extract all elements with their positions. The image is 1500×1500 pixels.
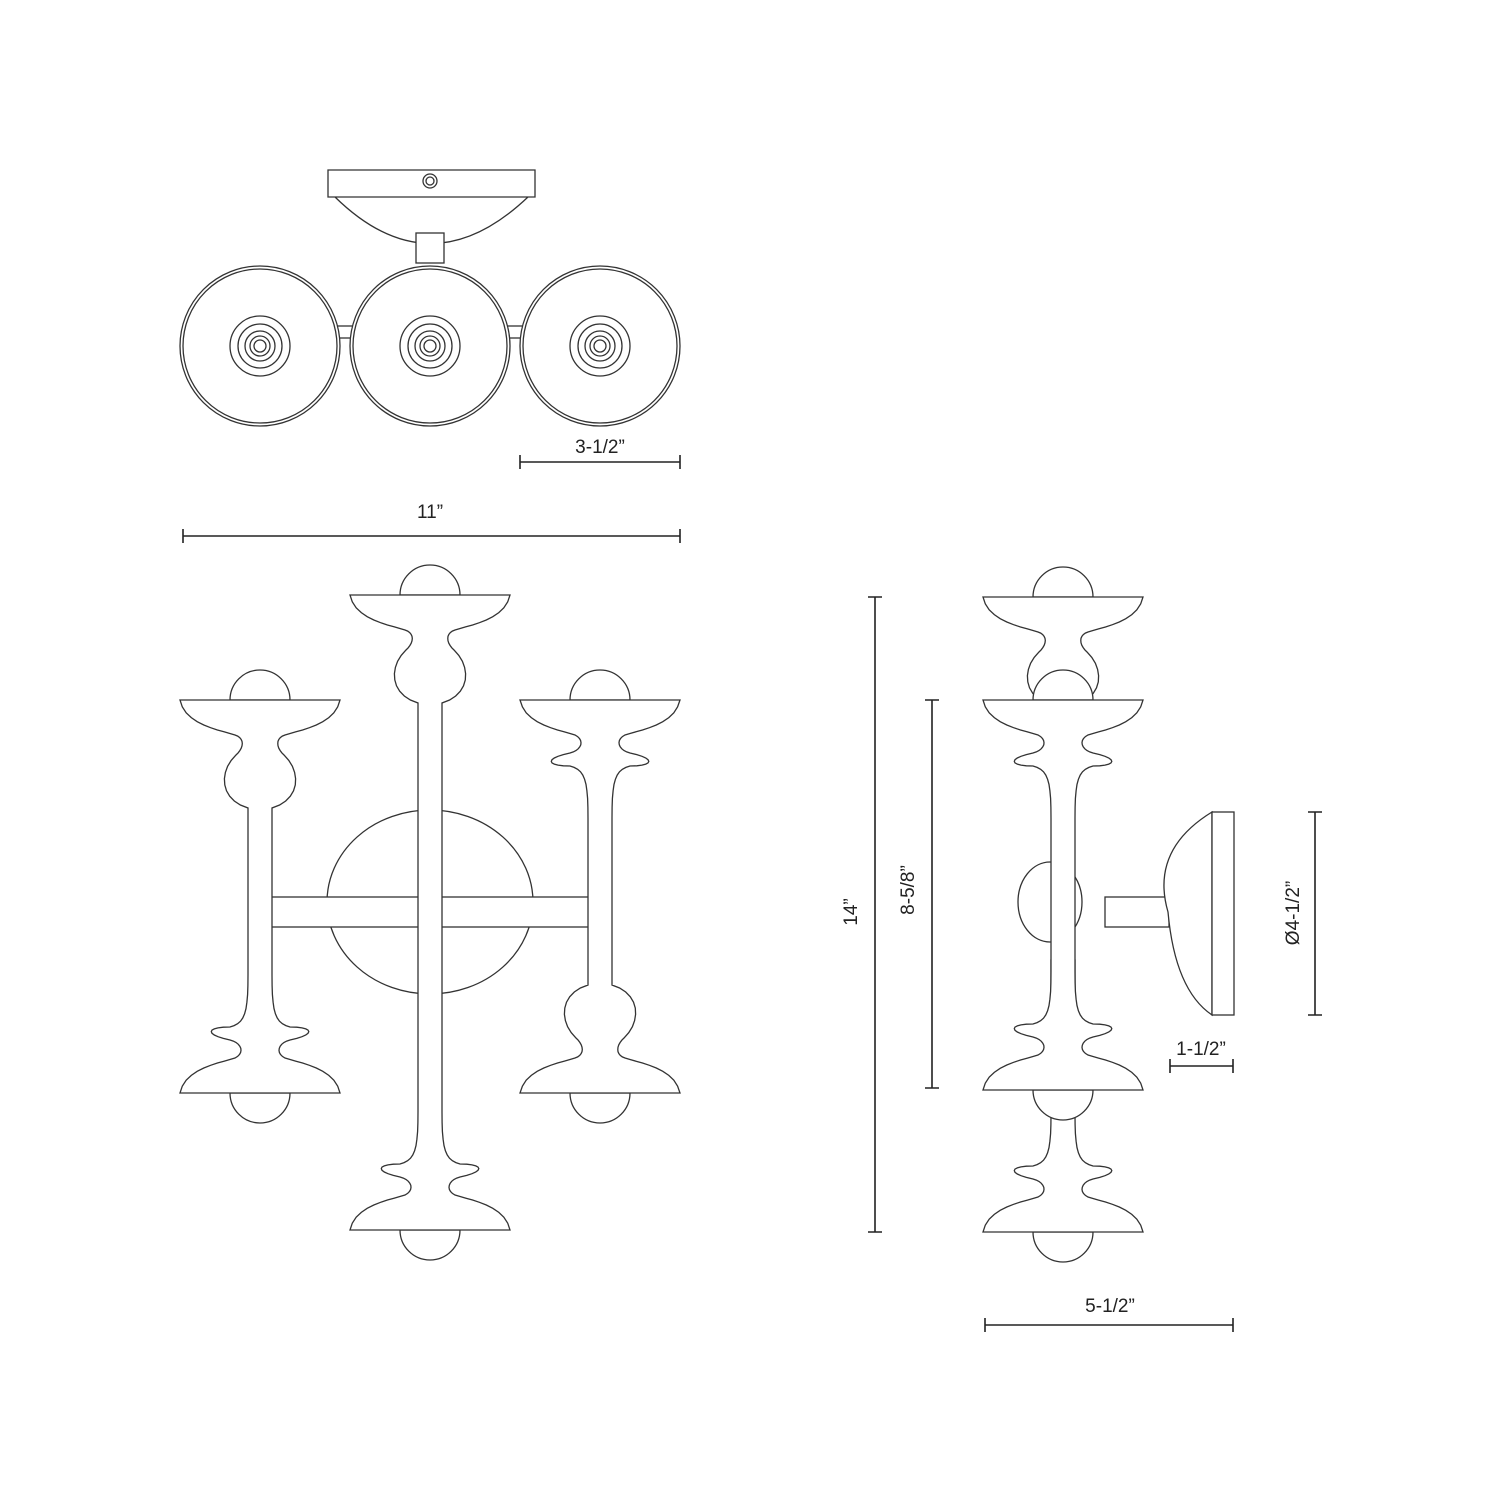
backplate-side (1211, 811, 1235, 1016)
socket-ring (399, 315, 461, 377)
side-arm (1104, 896, 1170, 928)
dimension-label: 5-1/2” (1085, 1296, 1135, 1317)
dimension-backplate-diameter: Ø4-1/2” (1283, 811, 1322, 1016)
socket-ring (569, 315, 631, 377)
canopy-stem (415, 232, 445, 264)
socket-ring (253, 339, 267, 353)
dimension-overall-width: 11” (182, 502, 681, 543)
arm-body (519, 699, 681, 1094)
side-arm-top (982, 566, 1144, 721)
dimension-overall-height: 14” (841, 596, 882, 1233)
bulb (569, 1092, 631, 1124)
dimension-label: 1-1/2” (1176, 1039, 1226, 1060)
top-view (179, 169, 681, 427)
dimension-label: 8-5/8” (898, 865, 919, 915)
bulb (229, 1092, 291, 1124)
arm-body (179, 699, 341, 1094)
dimension-arm-height: 8-5/8” (898, 699, 939, 1089)
dimension-label: 3-1/2” (575, 437, 625, 458)
mounting-screw (422, 173, 438, 189)
side-arm-main (982, 669, 1144, 1121)
arm-body (982, 699, 1144, 1091)
socket-ring (414, 330, 446, 362)
arm-body (349, 594, 511, 1231)
dimension-shade-spacing: 3-1/2” (519, 437, 681, 469)
front-view (179, 564, 681, 1261)
socket-ring (423, 339, 437, 353)
socket-ring (577, 323, 623, 369)
bulb (399, 1229, 461, 1261)
socket-ring (229, 315, 291, 377)
dimension-label: 14” (841, 898, 862, 925)
dimension-backplate-depth: 1-1/2” (1169, 1039, 1234, 1073)
bulb (229, 669, 291, 701)
bulb (1032, 669, 1094, 701)
mounting-screw-inner (425, 176, 435, 186)
shade-top (349, 265, 511, 427)
socket-ring (593, 339, 607, 353)
socket-ring (244, 330, 276, 362)
bulb (399, 564, 461, 596)
bulb (569, 669, 631, 701)
arm-right (519, 669, 681, 1124)
socket-ring (589, 335, 611, 357)
shade-top (519, 265, 681, 427)
bulb (1032, 1089, 1094, 1121)
arm-center (349, 564, 511, 1261)
arm-left (179, 669, 341, 1124)
dimension-label: 11” (417, 502, 443, 523)
socket-ring (237, 323, 283, 369)
socket-ring (419, 335, 441, 357)
side-view (982, 566, 1235, 1263)
backplate-dome (1163, 810, 1213, 1017)
shade-top (179, 265, 341, 427)
bulb (1032, 1231, 1094, 1263)
dimension-overall-depth: 5-1/2” (984, 1296, 1234, 1332)
socket-ring (584, 330, 616, 362)
bulb (1032, 566, 1094, 598)
dimension-label: Ø4-1/2” (1283, 881, 1304, 945)
socket-ring (407, 323, 453, 369)
socket-ring (249, 335, 271, 357)
